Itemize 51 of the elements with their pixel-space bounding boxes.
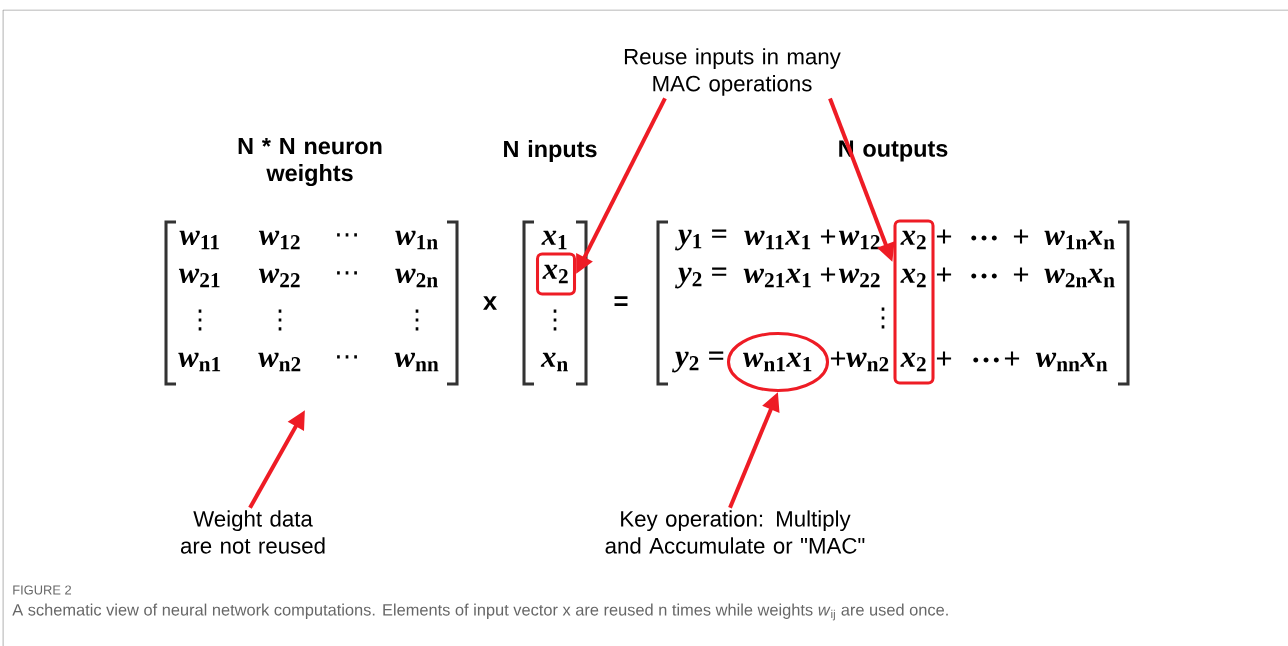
matrix-entry: y$_{2}$ = bbox=[675, 267, 727, 289]
matrix-entry: x$_{n}$ bbox=[540, 352, 568, 372]
matrix-entry: x$_{2}$ bbox=[900, 352, 926, 372]
matrix-entry: … bbox=[971, 235, 997, 241]
ellipsis: ⋮ bbox=[198, 309, 202, 331]
matrix-entry: + bbox=[830, 351, 846, 366]
ellipsis: ⋯ bbox=[337, 233, 357, 237]
matrix-entry: w$_{1n}$x$_{n}$ bbox=[1044, 230, 1115, 250]
matrix-entry: w$_{12}$ bbox=[258, 230, 300, 250]
matrix-entry: y$_{1}$ = bbox=[675, 229, 727, 251]
ellipsis: ⋮ bbox=[881, 307, 885, 329]
ellipsis: ⋯ bbox=[337, 271, 357, 275]
figure-number: FIGURE 2 bbox=[13, 585, 72, 595]
matrix-entry: + bbox=[820, 267, 836, 282]
matrix-entry: w$_{21}$x$_{1}$ bbox=[743, 268, 811, 288]
matrix-entry: x$_{2}$ bbox=[900, 268, 926, 288]
matrix-entry: w$_{11}$ bbox=[179, 230, 219, 250]
callout-text: Key operation: Multiply and Accumulate or "MAC" bbox=[605, 510, 865, 554]
matrix-entry: w$_{11}$x$_{1}$ bbox=[744, 230, 811, 250]
matrix-entry: x$_{1}$ bbox=[541, 230, 567, 250]
callout-text: Weight data are not reused bbox=[180, 510, 325, 554]
matrix-entry: w$_{21}$ bbox=[178, 268, 220, 288]
matrix-entry: … bbox=[971, 273, 997, 279]
ellipsis: ⋮ bbox=[415, 309, 419, 331]
matrix-entry: w$_{22}$ bbox=[258, 268, 300, 288]
matrix-entry: w$_{22}$ bbox=[838, 268, 880, 288]
highlight-box: x$_{2}$ bbox=[536, 252, 577, 296]
matrix-entry: w$_{2n}$ bbox=[395, 268, 438, 288]
matrix-entry: w$_{n1}$ bbox=[178, 352, 221, 372]
matrix-entry: w$_{nn}$x$_{n}$ bbox=[1035, 352, 1108, 372]
matrix-entry: w$_{n2}$ bbox=[258, 352, 301, 372]
matrix-entry: w$_{1n}$ bbox=[395, 230, 438, 250]
matrix-entry: + bbox=[1004, 351, 1020, 366]
matrix-entry: … bbox=[973, 357, 999, 363]
caption-text: A schematic view of neural network computations. Elements of input vector x are reused n times while weights w$_{ij}$ are used once. bbox=[12, 603, 948, 621]
matrix-entry: w$_{nn}$ bbox=[394, 352, 439, 372]
ellipsis: ⋮ bbox=[278, 309, 282, 331]
matrix-entry: + bbox=[820, 229, 836, 244]
matrix-entry: x$_{2}$ bbox=[900, 230, 926, 250]
matrix-entry: + bbox=[1013, 267, 1029, 282]
operator-sign: = bbox=[614, 296, 628, 307]
heading-text: N * N neuron weights bbox=[238, 138, 382, 186]
matrix-entry: w$_{n2}$ bbox=[846, 352, 889, 372]
heading-text: N inputs bbox=[504, 140, 597, 162]
ellipsis: ⋯ bbox=[337, 355, 357, 359]
matrix-entry: w$_{12}$ bbox=[838, 230, 880, 250]
operator-sign: x bbox=[483, 296, 497, 310]
matrix-entry: w$_{2n}$x$_{n}$ bbox=[1044, 268, 1115, 288]
callout-text: Reuse inputs in many MAC operations bbox=[624, 48, 841, 96]
highlight-column bbox=[893, 219, 935, 385]
matrix-entry: + bbox=[1013, 229, 1029, 244]
